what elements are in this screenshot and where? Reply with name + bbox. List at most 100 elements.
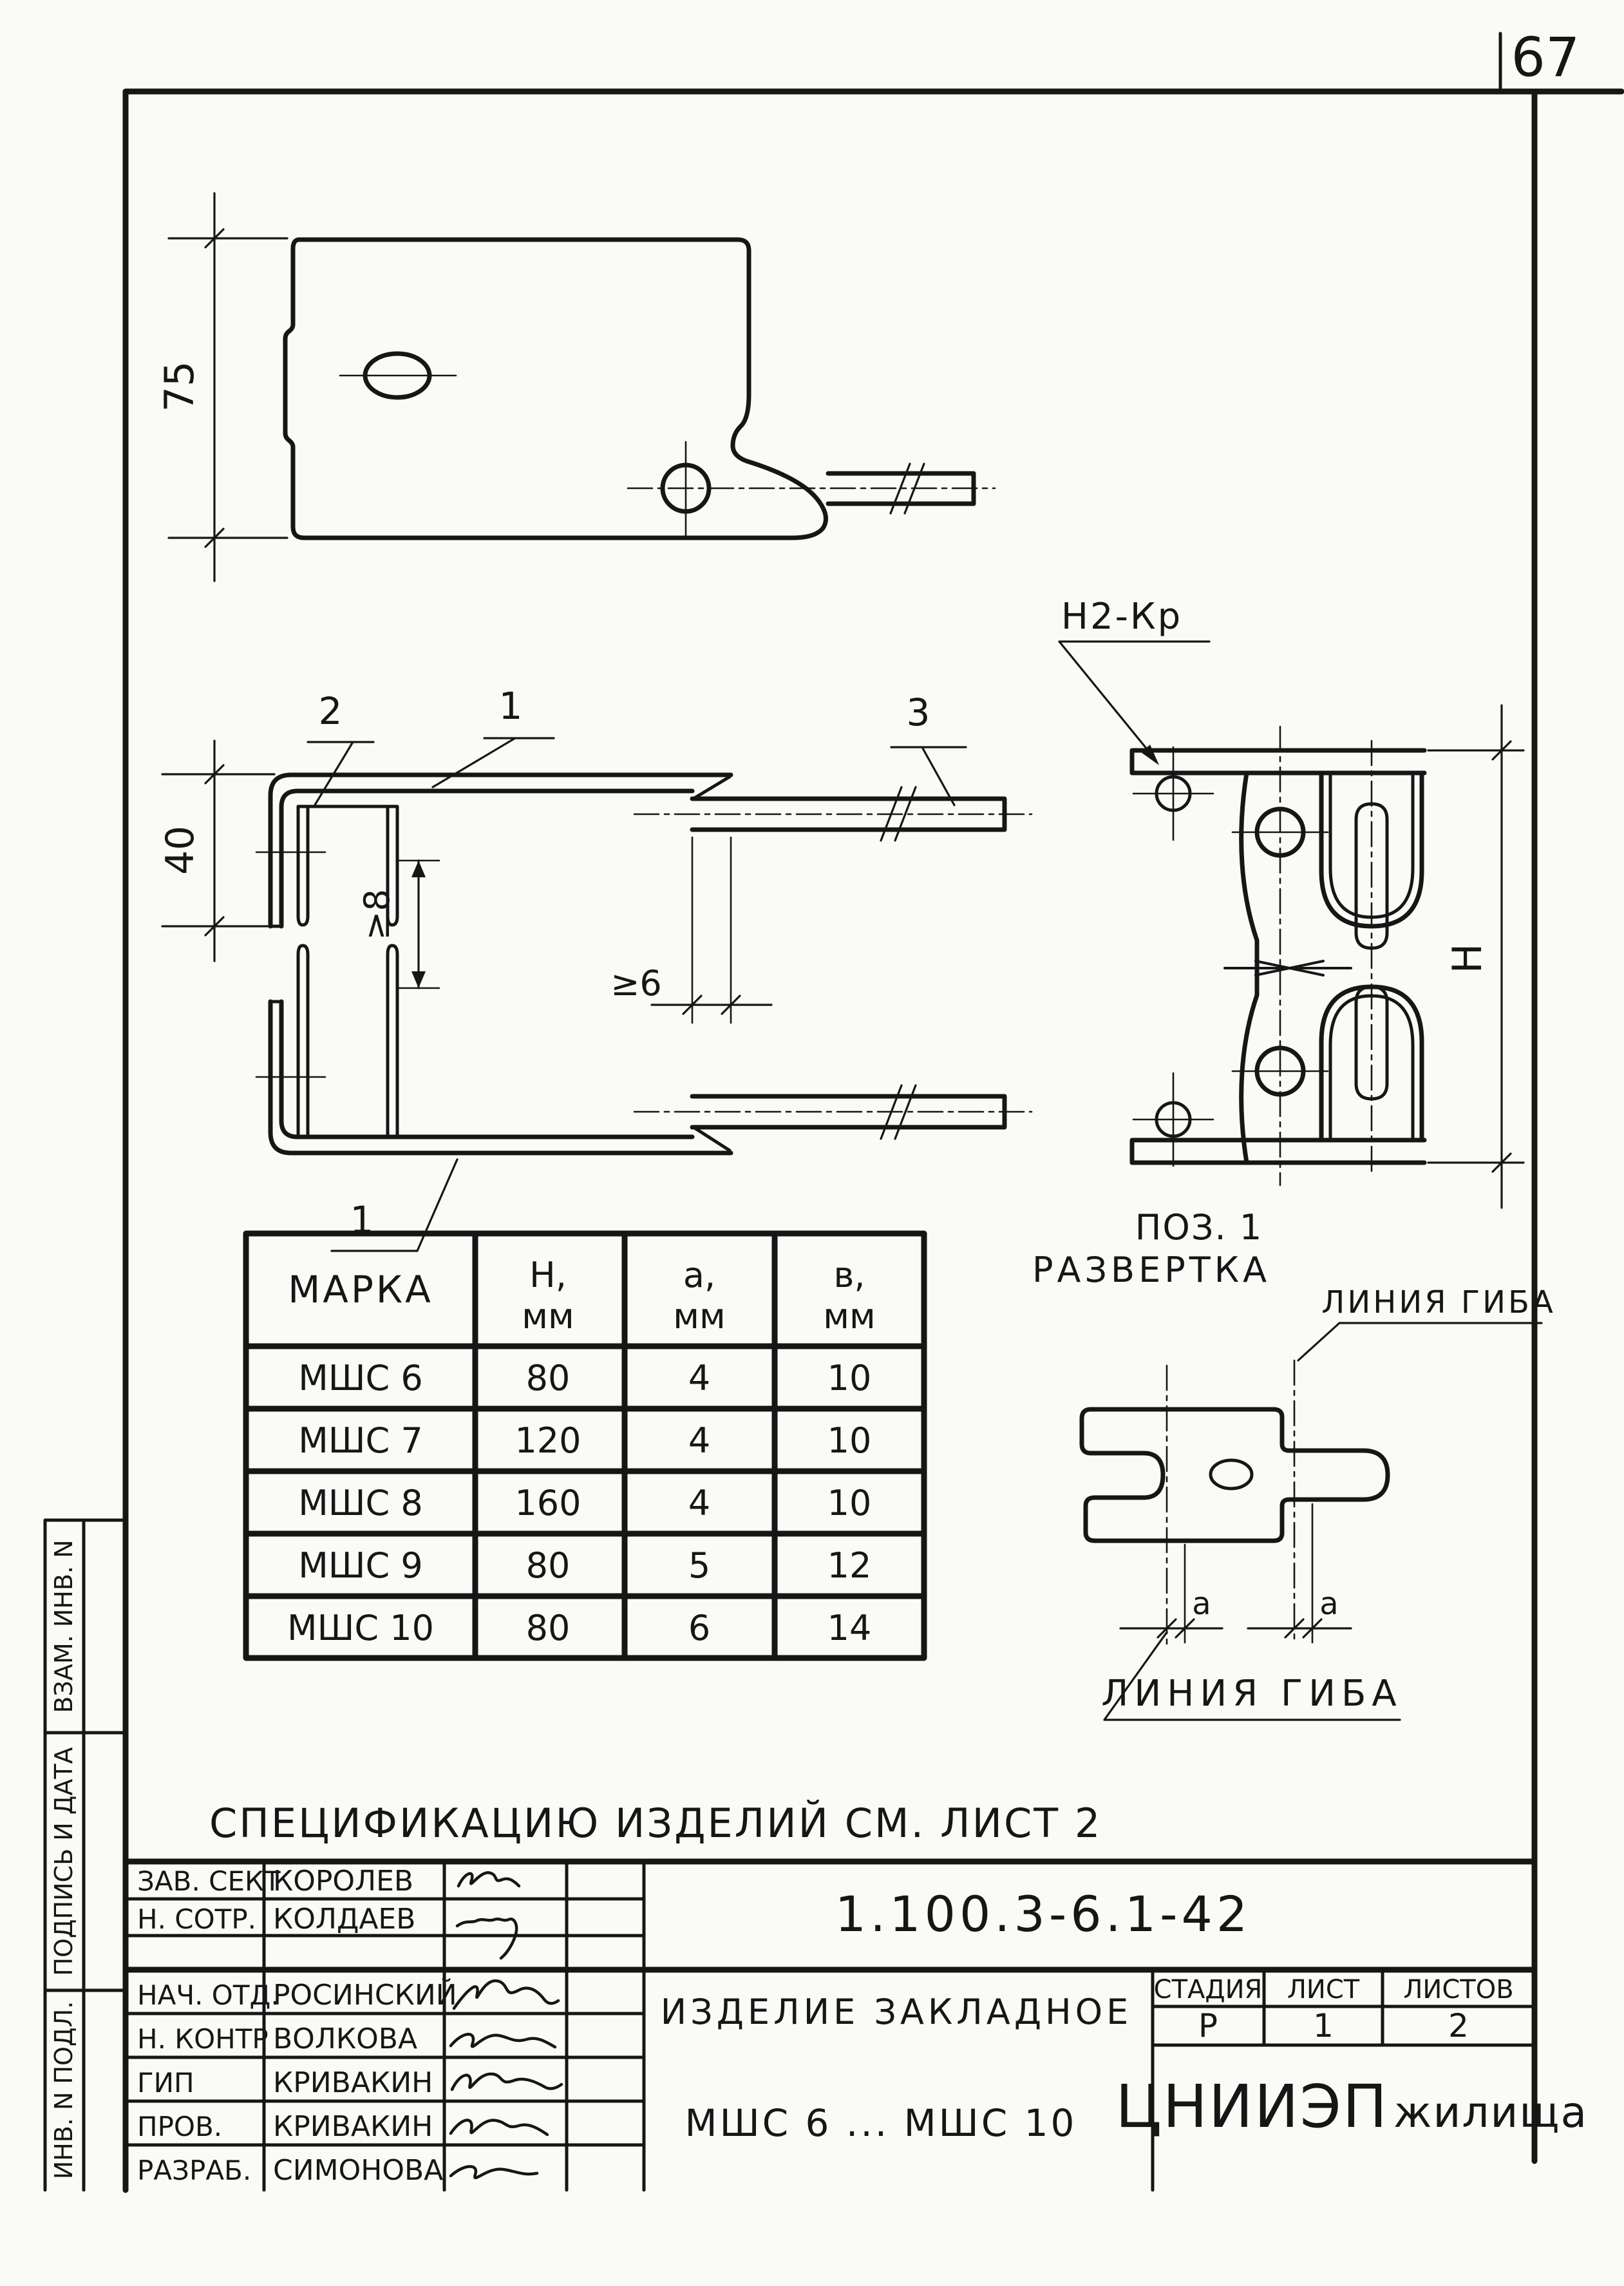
flat-outline	[1079, 1407, 1390, 1543]
callout-number: 3	[907, 691, 930, 734]
stamp-row: Н. СОТР. КОЛДАЕВ	[137, 1903, 518, 1960]
flat-oval-hole	[1209, 1458, 1254, 1491]
cell-b: 10	[827, 1483, 872, 1523]
col-header-mark: МАРКА	[288, 1268, 433, 1311]
product-title-line1: ИЗДЕЛИЕ ЗАКЛАДНОЕ	[661, 1992, 1132, 2032]
cell-h: 80	[526, 1358, 571, 1398]
callout-pos2: 2	[307, 689, 375, 808]
cell-h: 80	[526, 1545, 571, 1586]
cell-a: 4	[688, 1358, 710, 1398]
dim-a-right: а	[1247, 1503, 1352, 1644]
dim-a-left: а	[1119, 1543, 1223, 1644]
upper-channel-inner	[279, 788, 695, 929]
stamp-row: ЗАВ. СЕКТ КОРОЛЕВ	[137, 1865, 521, 1898]
signature	[450, 2072, 563, 2091]
callout-leader	[307, 741, 375, 808]
callout-pos3: 3	[890, 691, 967, 806]
bend-label-leader	[1103, 1631, 1401, 1721]
role: РАЗРАБ.	[137, 2155, 251, 2186]
dim-ge8: ≥8	[357, 859, 440, 989]
dim-40: 40	[158, 739, 276, 962]
cell-b: 12	[827, 1545, 872, 1586]
col-header-a-units: мм	[673, 1296, 725, 1337]
cell-h: 120	[515, 1420, 581, 1461]
col-header-b-units: мм	[823, 1296, 875, 1337]
front-view: 40 ≥8 ≥6 2 1 3 1	[158, 684, 1033, 1252]
weld-mark-label: Н2-Кр	[1061, 596, 1182, 638]
org-name-main: ЦНИИЭП	[1115, 2072, 1388, 2141]
callout-pos1-bottom: 1	[330, 1158, 458, 1252]
title-block-borders	[122, 1858, 1538, 1973]
name: ВОЛКОВА	[273, 2023, 417, 2055]
cell-mark: МШС 8	[298, 1483, 423, 1523]
top-flange	[1129, 748, 1427, 776]
upper-rod-weld	[694, 775, 732, 799]
bend-label-text: ЛИНИЯ ГИБА	[1321, 1284, 1556, 1320]
dim-a-value: а	[1192, 1586, 1211, 1622]
callout-leader	[431, 737, 555, 788]
strip-cell-inv: ИНВ. N ПОДЛ.	[50, 2001, 78, 2180]
left-strip: ВЗАМ. ИНВ. N ПОДПИСЬ И ДАТА ИНВ. N ПОДЛ.	[43, 1518, 127, 2192]
col-header-h: Н,	[529, 1255, 567, 1295]
rod-end-bottom-centerlines	[1132, 1072, 1214, 1167]
cell-b: 10	[827, 1358, 872, 1398]
col-header-a: а,	[683, 1255, 715, 1295]
cell-mark: МШС 7	[298, 1420, 423, 1461]
cell-a: 4	[688, 1420, 710, 1461]
flat-pattern: ПОЗ. 1 РАЗВЕРТКА ЛИНИЯ ГИБА а а ЛИНИЯ ГИ…	[1032, 1207, 1556, 1721]
mid-weld-marks	[1223, 960, 1352, 976]
stage-header: СТАДИЯ	[1154, 1975, 1263, 2005]
lower-rod-break	[880, 1084, 917, 1140]
upper-slot	[1354, 802, 1389, 950]
bottom-flange	[1129, 1138, 1427, 1165]
signature	[457, 1871, 521, 1888]
dim-ge6-value: ≥6	[610, 963, 662, 1004]
dim-40-value: 40	[158, 826, 203, 875]
bend-label-leader	[1297, 1322, 1543, 1362]
side-view: Н2-Кр Н	[1058, 596, 1525, 1209]
lower-tab	[296, 944, 399, 1139]
dim-ge6: ≥6	[610, 836, 773, 1024]
stamp-row: Н. КОНТР ВОЛКОВА	[137, 2023, 557, 2055]
dim-extension-lines	[1427, 749, 1525, 1164]
rod-break-marks	[889, 462, 925, 515]
cell-h: 80	[526, 1608, 571, 1648]
table-row: МШС 9 80 5 12	[298, 1545, 871, 1586]
strip-cell-podpis: ПОДПИСЬ И ДАТА	[50, 1747, 78, 1976]
dim-H-value: Н	[1444, 944, 1491, 974]
stamp-row: НАЧ. ОТД. РОСИНСКИЙ	[137, 1977, 560, 2012]
bend-lines	[1166, 1359, 1296, 1645]
role: ПРОВ.	[137, 2111, 222, 2142]
dim-ticks	[682, 995, 741, 1015]
name: КОРОЛЕВ	[273, 1865, 413, 1898]
name: КРИВАКИН	[273, 2110, 433, 2143]
col-header-h-units: мм	[522, 1296, 574, 1337]
dim-extension-lines	[161, 773, 276, 928]
stage-value: Р	[1198, 2007, 1218, 2044]
name: КОЛДАЕВ	[273, 1903, 415, 1936]
title-block-grid	[124, 1860, 1536, 2192]
sheet-value: 1	[1313, 2007, 1334, 2044]
sheets-header: ЛИСТОВ	[1403, 1975, 1513, 2005]
rod-end-top-centerlines	[1132, 746, 1214, 841]
plate-outline	[283, 237, 828, 540]
cell-b: 10	[827, 1420, 872, 1461]
table-grid	[243, 1230, 927, 1661]
lower-rod-weld	[694, 1127, 732, 1152]
title-block: ЗАВ. СЕКТ КОРОЛЕВ Н. СОТР. КОЛДАЕВ НАЧ. …	[122, 1858, 1587, 2192]
name: РОСИНСКИЙ	[273, 1977, 457, 2012]
doc-number: 1.100.3-6.1-42	[835, 1885, 1252, 1943]
name: СИМОНОВА	[273, 2154, 443, 2187]
table-row: МШС 6 80 4 10	[298, 1358, 871, 1398]
signature	[452, 1979, 560, 2010]
table-row: МШС 10 80 6 14	[287, 1608, 871, 1648]
role: НАЧ. ОТД.	[137, 1979, 279, 2011]
dim-extension-lines	[691, 836, 732, 1024]
lower-channel-outer	[268, 999, 733, 1156]
vertical-axes	[1279, 725, 1373, 1186]
bend-line-label-bottom: ЛИНИЯ ГИБА	[1101, 1631, 1401, 1721]
cell-a: 5	[688, 1545, 710, 1586]
product-title-line2: МШС 6 ... МШС 10	[685, 2101, 1077, 2145]
sheets-value: 2	[1448, 2007, 1469, 2044]
